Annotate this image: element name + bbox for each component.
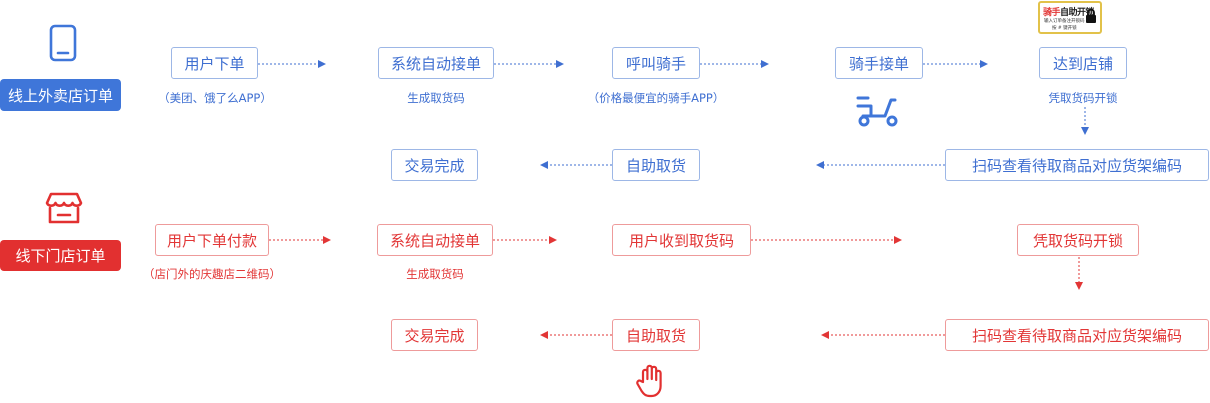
caption-arrive-store: 凭取货码开锁 bbox=[1048, 91, 1118, 105]
phone-icon bbox=[49, 24, 77, 66]
scooter-icon bbox=[855, 92, 901, 132]
step-user-pay: 用户下单付款 bbox=[155, 224, 269, 256]
step-complete-online: 交易完成 bbox=[391, 149, 478, 181]
step-user-order: 用户下单 bbox=[171, 47, 258, 79]
step-rider-accept: 骑手接单 bbox=[835, 47, 923, 79]
caption-call-rider: （价格最便宜的骑手APP） bbox=[587, 91, 725, 105]
store-icon bbox=[45, 191, 83, 229]
lock-icon bbox=[1085, 8, 1097, 28]
step-unlock-with-code: 凭取货码开锁 bbox=[1017, 224, 1139, 256]
lock-card-line1: 输入订单备注开锁码 bbox=[1044, 19, 1085, 24]
step-auto-accept: 系统自动接单 bbox=[378, 47, 494, 79]
step-complete-offline: 交易完成 bbox=[391, 319, 478, 351]
step-auto-accept-offline: 系统自动接单 bbox=[377, 224, 493, 256]
step-scan-shelf-online: 扫码查看待取商品对应货架编码 bbox=[945, 149, 1209, 181]
caption-user-order: （美团、饿了么APP） bbox=[158, 91, 272, 105]
step-call-rider: 呼叫骑手 bbox=[612, 47, 700, 79]
offline-order-badge: 线下门店订单 bbox=[0, 240, 121, 271]
lock-card-title: 骑手自助开锁 bbox=[1043, 8, 1095, 18]
step-self-pickup-online: 自助取货 bbox=[612, 149, 700, 181]
hand-icon bbox=[636, 363, 668, 403]
lock-card-line2: 按 # 键开锁 bbox=[1052, 26, 1077, 31]
step-arrive-store: 达到店铺 bbox=[1039, 47, 1127, 79]
step-self-pickup-offline: 自助取货 bbox=[612, 319, 700, 351]
lock-card: 骑手自助开锁 输入订单备注开锁码 按 # 键开锁 bbox=[1038, 1, 1102, 34]
online-order-badge: 线上外卖店订单 bbox=[0, 79, 121, 111]
step-receive-code: 用户收到取货码 bbox=[612, 224, 751, 256]
caption-auto-accept-offline: 生成取货码 bbox=[406, 267, 464, 281]
step-scan-shelf-offline: 扫码查看待取商品对应货架编码 bbox=[945, 319, 1209, 351]
caption-auto-accept: 生成取货码 bbox=[407, 91, 465, 105]
caption-user-pay: （店门外的庆趣店二维码） bbox=[143, 267, 281, 281]
